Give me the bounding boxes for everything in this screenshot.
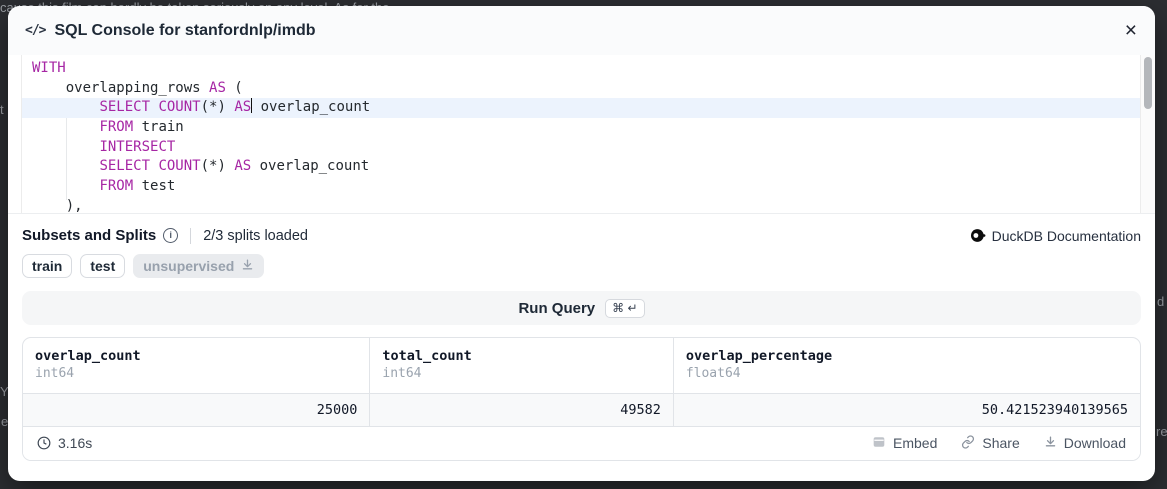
splits-loaded-status: 2/3 splits loaded [203, 227, 308, 244]
column-name: overlap_count [35, 348, 141, 364]
column-type: float64 [685, 366, 741, 382]
duckdb-doc-label: DuckDB Documentation [991, 227, 1141, 244]
backdrop-fragment: re [1156, 424, 1167, 439]
split-chip-unsupervised[interactable]: unsupervised [133, 254, 265, 278]
clock-icon [37, 436, 51, 450]
backdrop-fragment: t [0, 102, 4, 117]
column-header-overlap_count: overlap_count int64 [23, 338, 371, 393]
sql-editor-lines: WITH overlapping_rows AS ( SELECT COUNT(… [22, 59, 1141, 214]
code-line: FROM test [99, 178, 176, 195]
split-chip-label: unsupervised [143, 258, 235, 274]
split-chip-label: test [90, 258, 116, 274]
split-chip-train[interactable]: train [22, 254, 73, 278]
duckdb-icon [970, 229, 986, 242]
query-time: 3.16s [37, 435, 92, 451]
sql-editor[interactable]: WITH overlapping_rows AS ( SELECT COUNT(… [8, 55, 1155, 214]
query-time-value: 3.16s [58, 435, 93, 452]
column-type: int64 [382, 366, 422, 382]
keyboard-shortcut-badge: ⌘ ↵ [605, 298, 645, 318]
close-icon[interactable]: × [1124, 19, 1137, 42]
sql-console-modal: </> SQL Console for stanfordnlp/imdb × W… [8, 6, 1155, 481]
column-header-total_count: total_count int64 [370, 338, 674, 393]
code-line: overlapping_rows AS ( [32, 79, 243, 96]
column-name: total_count [382, 348, 472, 364]
download-button[interactable]: Download [1044, 435, 1126, 451]
backdrop-fragment: d [1157, 294, 1165, 309]
indent-guide [66, 102, 67, 200]
text-cursor [251, 98, 253, 114]
embed-button[interactable]: Embed [872, 435, 937, 452]
table-cell: 50.421523940139565 [981, 401, 1128, 418]
modal-header: </> SQL Console for stanfordnlp/imdb × [8, 6, 1155, 55]
code-line: ), [32, 197, 83, 214]
footer-actions: Embed Share Download [872, 435, 1126, 452]
table-cell: 49582 [370, 393, 674, 426]
share-button[interactable]: Share [961, 435, 1020, 452]
embed-icon [872, 435, 886, 452]
column-header-overlap_percentage: overlap_percentage float64 [674, 338, 1140, 393]
backdrop-fragment: Y [0, 384, 9, 399]
download-icon [241, 258, 254, 274]
splits-chip-row: train test unsupervised [22, 254, 1141, 278]
run-query-button[interactable]: Run Query ⌘ ↵ [22, 291, 1141, 325]
split-chip-test[interactable]: test [80, 254, 126, 278]
results-footer: 3.16s Embed Share Download [23, 425, 1140, 460]
editor-scrollbar[interactable] [1140, 55, 1155, 213]
footer-button-label: Embed [893, 435, 938, 452]
table-cell: 25000 [23, 393, 371, 426]
code-icon: </> [25, 23, 47, 38]
share-icon [961, 435, 975, 452]
divider [190, 227, 192, 244]
editor-scrollbar-thumb[interactable] [1144, 57, 1152, 109]
modal-title: SQL Console for stanfordnlp/imdb [54, 21, 316, 39]
backdrop-fragment: e [1, 414, 9, 429]
footer-button-label: Share [982, 435, 1020, 452]
footer-button-label: Download [1063, 435, 1126, 452]
run-query-label: Run Query [518, 299, 596, 317]
code-line: SELECT COUNT(*) AS overlap_count [22, 98, 1141, 119]
column-type: int64 [35, 366, 75, 382]
column-name: overlap_percentage [685, 348, 833, 364]
code-line: INTERSECT [99, 138, 176, 155]
subsets-title: Subsets and Splits [22, 227, 157, 244]
code-line: SELECT COUNT(*) AS overlap_count [99, 158, 370, 175]
code-line: WITH [32, 60, 66, 76]
subsets-row: Subsets and Splits i 2/3 splits loaded D… [22, 227, 1141, 244]
code-line: FROM train [99, 119, 184, 136]
editor-gutter-divider [21, 55, 22, 213]
split-chip-label: train [32, 258, 63, 274]
info-icon[interactable]: i [163, 228, 179, 243]
duckdb-doc-link[interactable]: DuckDB Documentation [970, 227, 1141, 244]
download-icon [1044, 435, 1057, 451]
